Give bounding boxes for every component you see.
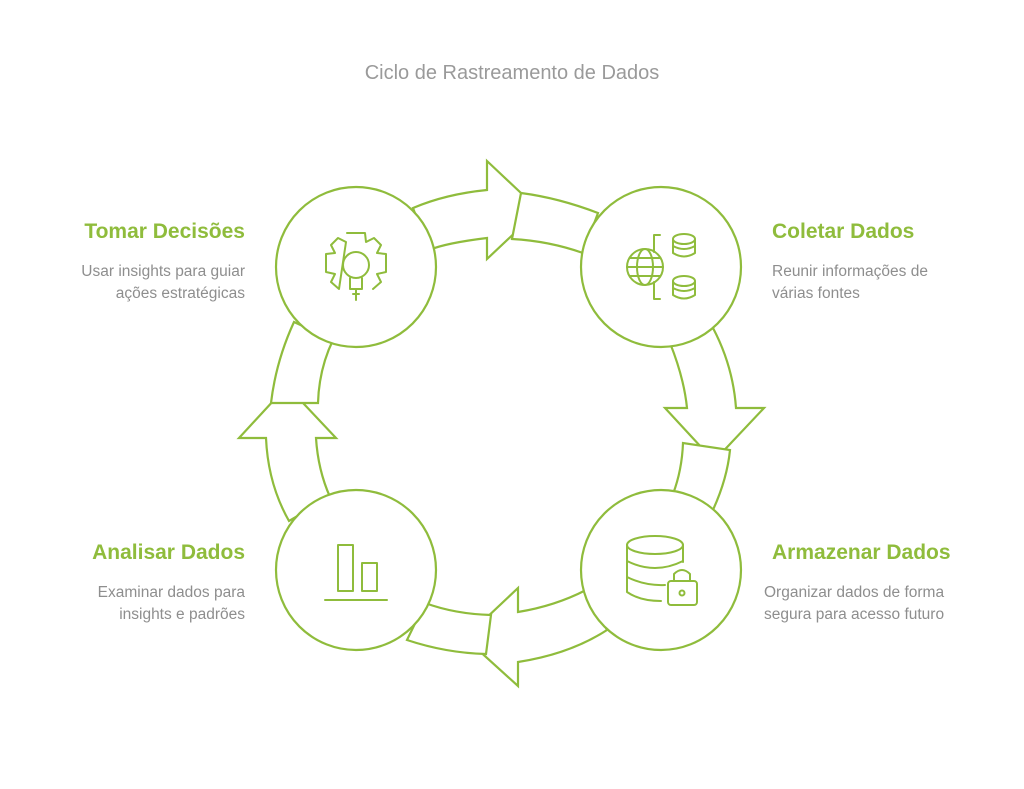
stage-circle-armazenar	[579, 488, 743, 652]
stage-description: Reunir informações de várias fontes	[772, 261, 1002, 305]
stage-circle-tomar	[274, 185, 438, 349]
stage-heading: Tomar Decisões	[84, 220, 245, 243]
stage-label-tomar: Tomar Decisões Usar insights para guiar …	[24, 219, 245, 305]
stage-description-line: Reunir informações de	[772, 263, 928, 280]
bar-chart-icon	[324, 544, 388, 601]
diagram-title: Ciclo de Rastreamento de Dados	[364, 62, 660, 84]
globe-database-icon	[626, 233, 696, 300]
stage-description: Organizar dados de forma segura para ace…	[764, 582, 1014, 626]
stage-description-line: segura para acesso futuro	[764, 606, 945, 623]
stage-label-coletar: Coletar Dados Reunir informações de vári…	[772, 219, 1002, 305]
stage-description-line: Usar insights para guiar	[81, 263, 245, 280]
stage-label-armazenar: Armazenar Dados Organizar dados de forma…	[764, 540, 1014, 626]
stage-label-analisar: Analisar Dados Examinar dados para insig…	[24, 540, 245, 626]
stage-heading: Coletar Dados	[772, 220, 915, 243]
database-lock-icon	[626, 535, 698, 606]
stage-heading: Analisar Dados	[92, 541, 245, 564]
stage-circle-analisar	[274, 488, 438, 652]
stage-description-line: Examinar dados para	[97, 584, 245, 601]
stage-heading: Armazenar Dados	[772, 541, 951, 564]
stage-description: Usar insights para guiar ações estratégi…	[24, 261, 245, 305]
gear-lightbulb-icon	[325, 232, 387, 301]
arrow-left	[236, 384, 339, 523]
arrow-top-tail	[510, 191, 600, 255]
arrow-bottom-tail	[405, 601, 493, 656]
stage-description-line: Organizar dados de forma	[764, 584, 945, 601]
arrow-right	[662, 326, 767, 463]
stage-description-line: várias fontes	[772, 285, 860, 302]
stage-description-line: ações estratégicas	[115, 285, 245, 302]
stage-description: Examinar dados para insights e padrões	[24, 582, 245, 626]
stage-description-line: insights e padrões	[119, 606, 245, 623]
